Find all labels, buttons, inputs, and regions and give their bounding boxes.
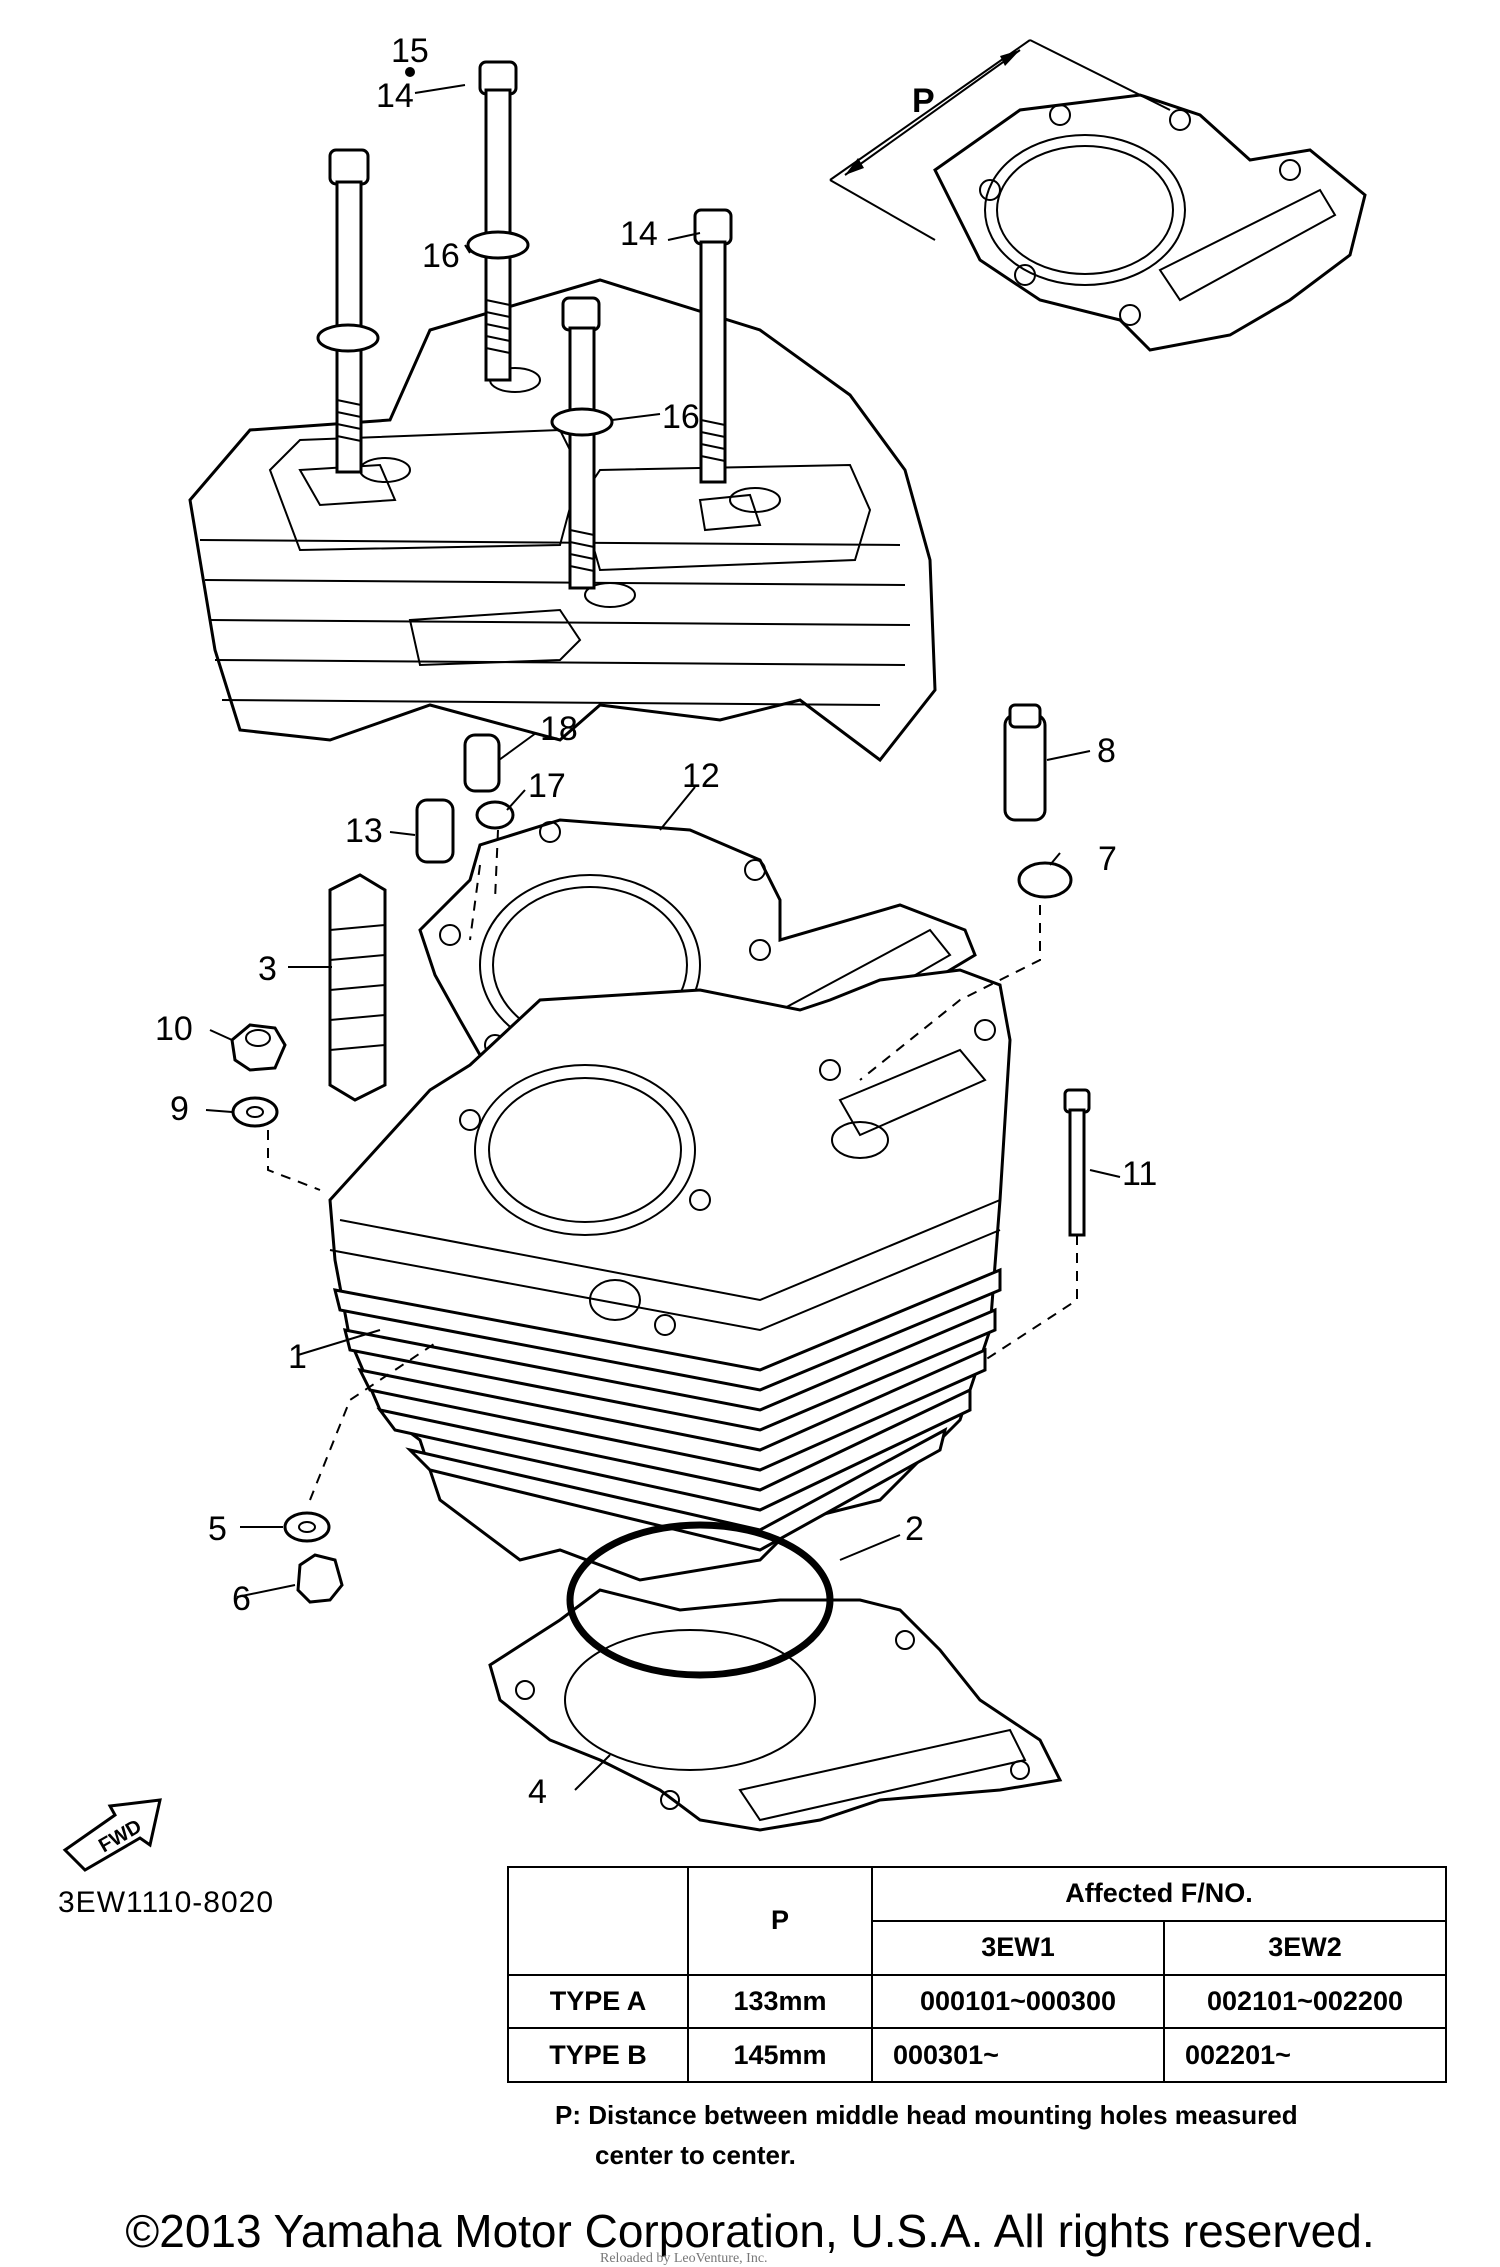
callout-11: 11 xyxy=(1122,1155,1157,1193)
callout-1: 1 xyxy=(288,1338,307,1376)
head-bolts xyxy=(316,60,733,590)
callout-18: 18 xyxy=(540,710,578,748)
callout-16-right: 16 xyxy=(662,398,700,436)
table-header-row: P Affected F/NO. xyxy=(507,1866,1447,1976)
callout-14-top: 14 xyxy=(376,77,414,115)
table-cell-3ew1: 000301~ xyxy=(871,2027,1165,2083)
callout-4: 4 xyxy=(528,1773,547,1811)
table-cell-3ew2: 002201~ xyxy=(1163,2027,1447,2083)
cylinder-head xyxy=(188,278,937,763)
table-header-empty xyxy=(507,1866,689,1976)
base-gasket xyxy=(488,1588,1063,1832)
callout-16-left: 16 xyxy=(422,237,460,275)
callout-14-mid: 14 xyxy=(620,215,658,253)
diagram-code: 3EW1110-8020 xyxy=(58,1886,275,1919)
table-header-3ew2: 3EW2 xyxy=(1163,1919,1447,1976)
callout-6: 6 xyxy=(232,1580,251,1618)
small-parts xyxy=(62,703,1091,1872)
callout-17: 17 xyxy=(528,767,566,805)
callout-3: 3 xyxy=(258,950,277,988)
o-ring xyxy=(566,1521,834,1679)
callout-9: 9 xyxy=(170,1090,189,1128)
table-cell-type: TYPE A xyxy=(507,1973,689,2030)
leader-lines xyxy=(205,84,1121,1791)
watermark-text: Reloaded by LeoVenture, Inc. xyxy=(600,2251,768,2266)
assembly-lines xyxy=(267,829,1078,1501)
head-gasket-inset xyxy=(829,39,1367,352)
callout-labels: 1 2 3 4 5 6 7 8 9 10 11 12 13 14 14 15 1… xyxy=(95,32,1157,1857)
table-header-p: P xyxy=(687,1866,873,1976)
callout-15: 15 xyxy=(391,32,429,70)
cylinder-block xyxy=(328,968,1012,1582)
table-cell-3ew2: 002101~002200 xyxy=(1163,1973,1447,2030)
callout-8: 8 xyxy=(1097,732,1116,770)
affected-fno-table: P Affected F/NO. 3EW1 3EW2 TYPE A 133mm … xyxy=(507,1866,1447,2083)
callout-7: 7 xyxy=(1098,840,1117,878)
table-row: TYPE B 145mm 000301~ 002201~ xyxy=(507,2027,1447,2083)
table-header-affected: Affected F/NO. xyxy=(871,1866,1447,1922)
table-cell-p: 133mm xyxy=(687,1973,873,2030)
footnote-line-1: P: Distance between middle head mounting… xyxy=(555,2100,1298,2130)
table-header-3ew1: 3EW1 xyxy=(871,1919,1165,1976)
callout-13: 13 xyxy=(345,812,383,850)
table-subheader-row: 3EW1 3EW2 xyxy=(508,1919,1447,1976)
callout-2: 2 xyxy=(905,1510,924,1548)
table-cell-type: TYPE B xyxy=(507,2027,689,2083)
table-cell-3ew1: 000101~000300 xyxy=(871,1973,1165,2030)
footnote: P: Distance between middle head mounting… xyxy=(555,2095,1455,2175)
table-row: TYPE A 133mm 000101~000300 002101~002200 xyxy=(507,1973,1447,2030)
callout-12: 12 xyxy=(682,757,720,795)
copyright-notice: ©2013 Yamaha Motor Corporation, U.S.A. A… xyxy=(125,2205,1375,2257)
callout-10: 10 xyxy=(155,1010,193,1048)
dimension-label-p: P xyxy=(912,82,935,120)
callout-5: 5 xyxy=(208,1510,227,1548)
table-cell-p: 145mm xyxy=(687,2027,873,2083)
footnote-line-2: center to center. xyxy=(595,2140,796,2170)
